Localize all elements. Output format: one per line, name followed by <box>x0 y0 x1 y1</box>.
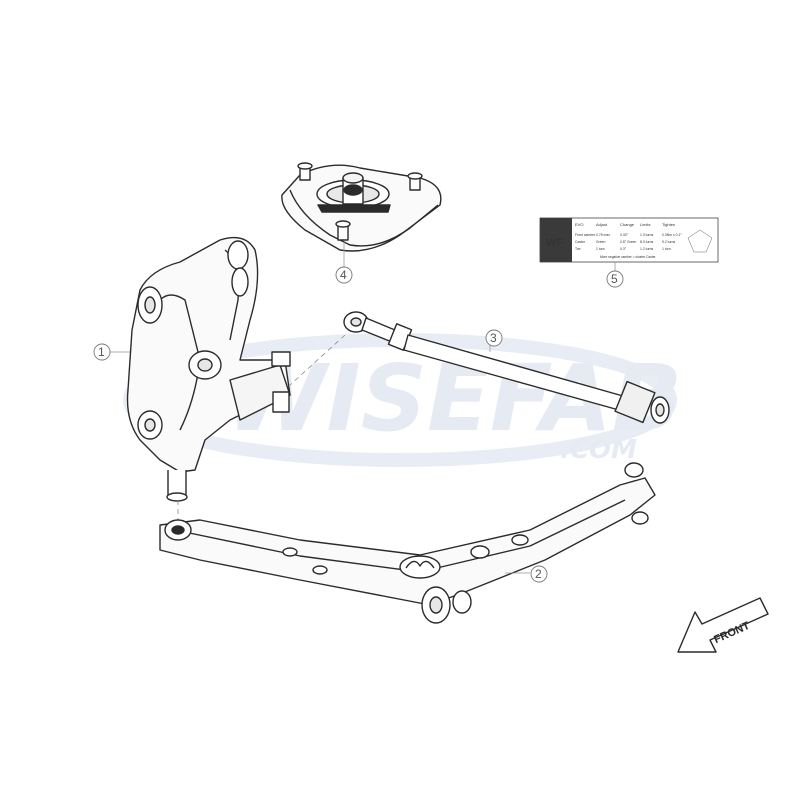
callout-2: 2 <box>530 565 548 583</box>
sticker-row-adjust: 0.75 max <box>596 233 610 237</box>
sticker-row-torque: 1 turn <box>662 247 671 251</box>
sticker-header-note: Limits <box>640 222 650 227</box>
top-mount-bearing-icon <box>343 184 363 196</box>
camber-diagram-icon <box>687 229 713 253</box>
sticker-header-model: EVO <box>575 222 583 227</box>
mounting-hole-icon <box>227 240 249 270</box>
callout-1: 1 <box>93 343 111 361</box>
sticker-row-limit: 1.2 turns <box>640 247 653 251</box>
sticker-header-change: Change <box>620 222 635 227</box>
sticker-row-adjust: 1 turn <box>596 247 605 251</box>
rear-bushing-icon <box>624 462 644 478</box>
callout-5: 5 <box>606 270 624 288</box>
sticker-row-label: Toe <box>575 247 581 251</box>
sticker-row-change: 0.3° <box>620 247 627 251</box>
sticker-row-torque: 5.2 turns <box>662 240 675 244</box>
steering-arm-bolt-icon <box>271 351 291 367</box>
sticker-row-limit: 8.0 turns <box>640 240 653 244</box>
sticker-row-limit: 1.3 turns <box>640 233 653 237</box>
front-direction-arrow: FRONT <box>677 597 769 653</box>
callout-3-number: 3 <box>490 331 497 345</box>
callout-1-number: 1 <box>98 345 105 359</box>
sticker-site: www.wisefab.com <box>542 256 566 260</box>
sticker-row-label: Caster <box>575 240 586 244</box>
tie-rod <box>343 311 670 424</box>
callout-5-number: 5 <box>611 272 618 286</box>
callout-3: 3 <box>485 329 503 347</box>
steering-knuckle <box>126 236 291 502</box>
sticker-footnote: More negative camber = shorter Caster <box>600 255 656 259</box>
sticker-row-label: Front camber <box>575 233 596 237</box>
inner-joint-icon <box>614 380 656 424</box>
sticker-row-torque: 0.3Nm x 0.1° <box>662 233 682 237</box>
callout-4: 4 <box>335 266 353 284</box>
spec-sticker: WF www.wisefab.com EVO Adjust Change Lim… <box>539 217 719 263</box>
arrow-icon <box>677 597 769 653</box>
watermark-domain: .COM <box>560 435 637 465</box>
assembly-guide-line <box>289 334 346 386</box>
sticker-header-adjust: Adjust <box>596 222 608 227</box>
sticker-row-adjust: Green <box>596 240 606 244</box>
top-mount-plate <box>281 162 442 252</box>
sticker-header-tighten: Tighten <box>662 222 675 227</box>
sticker-row-change: 0.8° Green <box>620 240 637 244</box>
ball-joint-icon <box>167 470 187 496</box>
callout-2-number: 2 <box>535 567 542 581</box>
lower-control-arm <box>159 462 656 624</box>
sticker-logo: WF <box>546 237 563 249</box>
arm-logo-icon <box>399 555 441 579</box>
callout-4-number: 4 <box>340 268 347 282</box>
sticker-row-change: 0.33° <box>620 233 629 237</box>
